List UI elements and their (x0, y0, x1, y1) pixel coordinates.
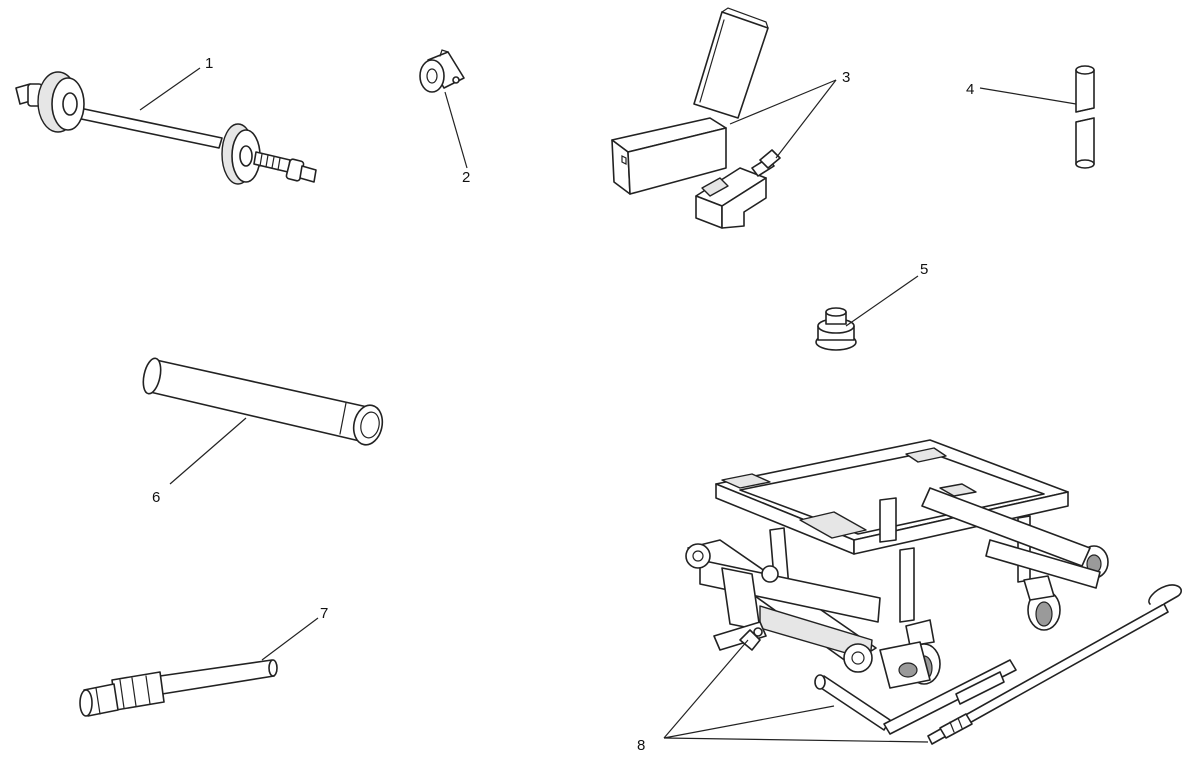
leader-line-5 (845, 275, 919, 327)
leader-line-8a (663, 639, 749, 739)
label-8: 8 (637, 737, 645, 754)
leader-line-4 (979, 87, 1077, 105)
label-2: 2 (462, 169, 470, 186)
leader-line-7 (261, 617, 319, 661)
tool-6-tube (142, 357, 384, 446)
label-1: 1 (205, 55, 213, 72)
leader-line-8c (663, 737, 929, 743)
leader-line-3a (729, 79, 837, 125)
tool-5-plug (815, 307, 857, 351)
leader-line-1 (139, 67, 201, 111)
label-6: 6 (152, 489, 160, 506)
tool-4-pin (1075, 65, 1095, 169)
label-3: 3 (842, 69, 850, 86)
tool-3-kit-box (611, 7, 781, 229)
label-7: 7 (320, 605, 328, 622)
tool-8-jack-stand (685, 439, 1182, 745)
leader-line-3b (775, 79, 837, 159)
tool-7-adapter (79, 659, 278, 717)
leader-line-2 (444, 91, 468, 169)
label-5: 5 (920, 261, 928, 278)
label-4: 4 (966, 81, 974, 98)
leader-line-8b (663, 705, 835, 739)
tool-2-collar (419, 49, 465, 93)
leader-line-6 (169, 417, 247, 485)
tool-1-bearing-puller (15, 71, 317, 185)
